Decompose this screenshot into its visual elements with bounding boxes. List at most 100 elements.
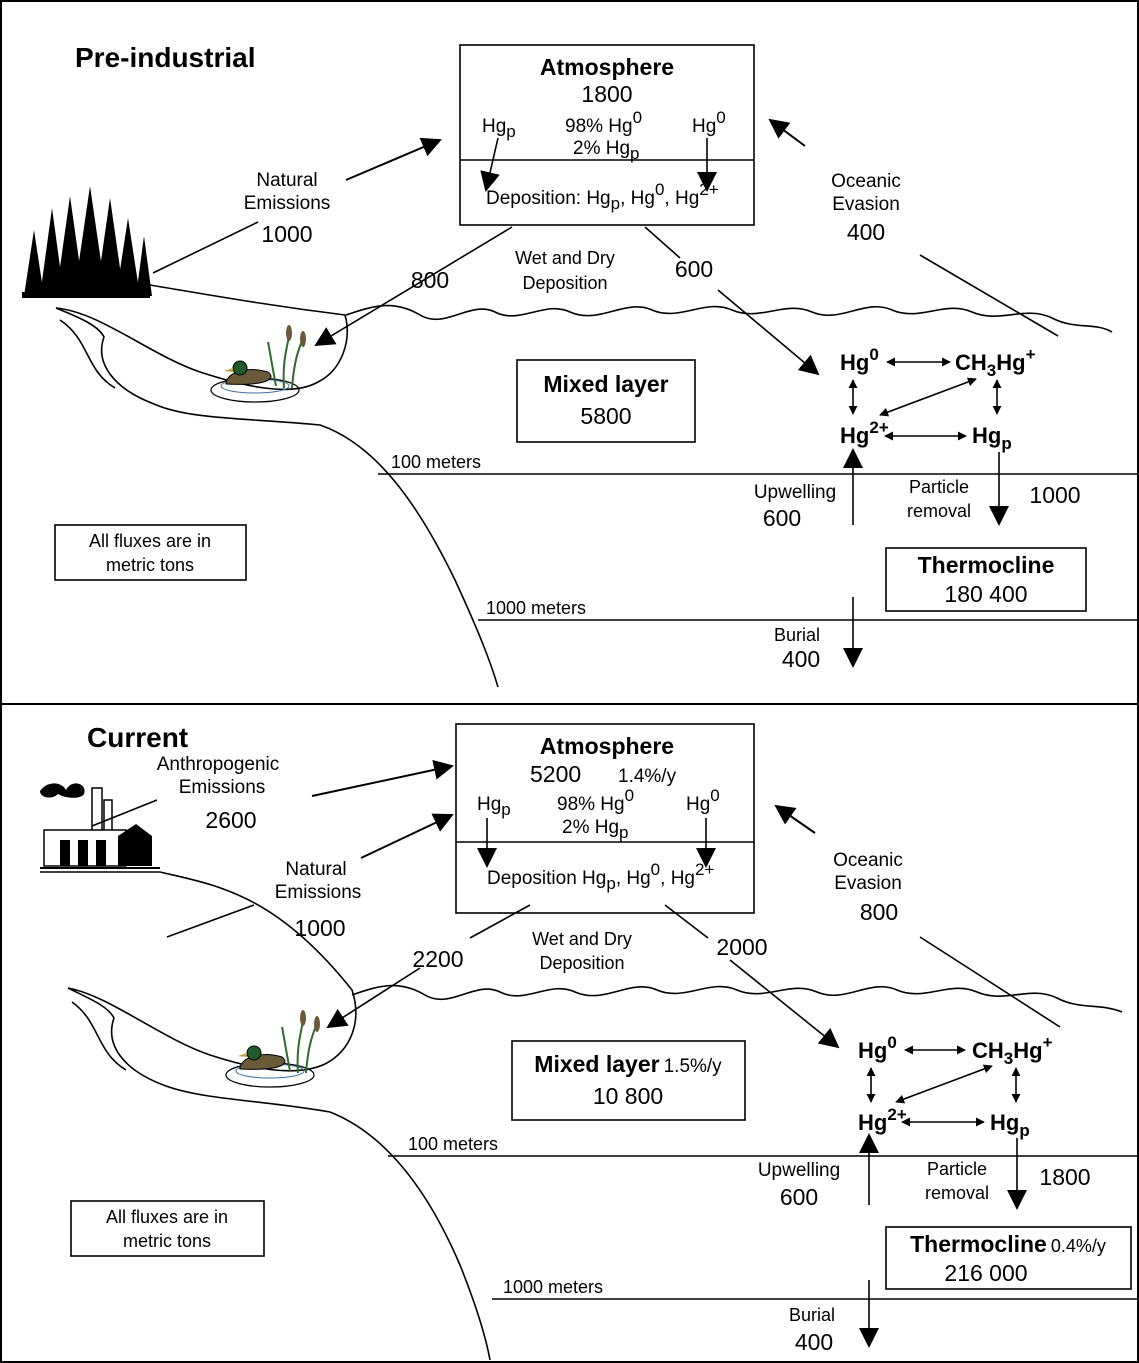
thermocline-amount: 180 400 bbox=[944, 581, 1027, 607]
species-hg0: Hg0 bbox=[858, 1033, 897, 1063]
ocean-surface bbox=[345, 304, 1113, 333]
anthropogenic-emissions-connector bbox=[91, 799, 158, 827]
hgp-left-label: Hgp bbox=[482, 116, 516, 141]
land-outline bbox=[55, 284, 499, 688]
composition-line2: 2% Hgp bbox=[562, 817, 629, 842]
anthropogenic-value: 2600 bbox=[205, 807, 256, 833]
depth-100m-label: 100 meters bbox=[408, 1134, 498, 1154]
wetland-duck-icon bbox=[210, 325, 306, 403]
oceanic-evasion-connector bbox=[919, 254, 1059, 337]
upwelling-label: Upwelling bbox=[754, 482, 836, 503]
oceanic-evasion-label2: Evasion bbox=[832, 194, 900, 215]
oceanic-evasion-arrow bbox=[774, 804, 816, 834]
composition-line1: 98% Hg0 bbox=[565, 108, 642, 137]
atmosphere-title: Atmosphere bbox=[540, 54, 674, 80]
atmosphere-amount: 1800 bbox=[581, 81, 632, 107]
particle-removal-value: 1000 bbox=[1029, 482, 1080, 508]
hgp-down-arrow bbox=[480, 137, 500, 192]
natural-emissions-connector bbox=[152, 221, 259, 274]
oceanic-evasion-value: 400 bbox=[847, 219, 885, 245]
composition-line1: 98% Hg0 bbox=[557, 786, 634, 815]
deposition-label1: Wet and Dry bbox=[532, 929, 632, 949]
depth-100m-label: 100 meters bbox=[391, 452, 481, 472]
panel-pre-industrial: Pre-industrial Atmosphere 1800 Hgp 98% H… bbox=[22, 42, 1138, 688]
anthropogenic-label1: Anthropogenic bbox=[157, 754, 280, 775]
particle-removal-value: 1800 bbox=[1039, 1164, 1090, 1190]
land-deposition-value: 800 bbox=[411, 267, 449, 293]
anthropogenic-emissions-arrow bbox=[311, 759, 454, 797]
ocean-surface bbox=[351, 984, 1123, 1013]
ocean-deposition-line bbox=[664, 904, 709, 939]
land-deposition-arrow-lower bbox=[326, 967, 421, 1029]
upwelling-value: 600 bbox=[780, 1184, 818, 1210]
burial-label: Burial bbox=[774, 625, 820, 645]
svg-text:All fluxes are in: All fluxes are in bbox=[89, 531, 211, 551]
oceanic-evasion-label1: Oceanic bbox=[833, 850, 903, 871]
species-cycle: Hg0 CH3Hg+ Hg2+ Hgp bbox=[840, 345, 1036, 453]
natural-emissions-arrow bbox=[345, 137, 442, 181]
burial-label: Burial bbox=[789, 1305, 835, 1325]
atmosphere-amount: 5200 bbox=[530, 761, 581, 787]
forest-icon bbox=[22, 186, 152, 298]
depth-1000m-label: 1000 meters bbox=[503, 1277, 603, 1297]
burial-value: 400 bbox=[795, 1329, 833, 1355]
deposition-species-label: Deposition: Hgp, Hg0, Hg2+ bbox=[486, 180, 719, 213]
burial-value: 400 bbox=[782, 646, 820, 672]
thermocline-amount: 216 000 bbox=[944, 1260, 1027, 1286]
species-hgp: Hgp bbox=[990, 1110, 1030, 1140]
oceanic-evasion-value: 800 bbox=[860, 899, 898, 925]
ocean-deposition-value: 600 bbox=[675, 256, 713, 282]
species-ch3hg: CH3Hg+ bbox=[972, 1033, 1053, 1068]
particle-removal-label2: removal bbox=[925, 1183, 989, 1203]
land-deposition-arrow bbox=[469, 904, 531, 939]
svg-text:metric tons: metric tons bbox=[106, 555, 194, 575]
species-cycle: Hg0 CH3Hg+ Hg2+ Hgp bbox=[858, 1033, 1053, 1140]
thermocline-box: Thermocline 180 400 bbox=[885, 547, 1087, 612]
natural-emissions-connector bbox=[166, 904, 255, 938]
particle-removal-label1: Particle bbox=[909, 477, 969, 497]
svg-text:All fluxes are in: All fluxes are in bbox=[106, 1207, 228, 1227]
species-hg2: Hg2+ bbox=[840, 418, 889, 448]
ocean-deposition-value: 2000 bbox=[716, 934, 767, 960]
oceanic-evasion-label2: Evasion bbox=[834, 873, 902, 894]
natural-emissions-arrow bbox=[360, 813, 454, 859]
units-note: All fluxes are in metric tons bbox=[54, 524, 247, 581]
natural-emissions-label2: Emissions bbox=[275, 882, 362, 903]
atmosphere-rate: 1.4%/y bbox=[618, 766, 677, 787]
atmosphere-box: Atmosphere 1800 Hgp 98% Hg0 2% Hgp Hg0 D… bbox=[459, 44, 755, 226]
particle-removal-label2: removal bbox=[907, 501, 971, 521]
mixed-layer-amount: 5800 bbox=[580, 403, 631, 429]
particle-removal-label1: Particle bbox=[927, 1159, 987, 1179]
deposition-species-label: Deposition Hgp, Hg0, Hg2+ bbox=[487, 860, 714, 893]
thermocline-title: Thermocline bbox=[918, 552, 1055, 578]
hgp-left-label: Hgp bbox=[477, 794, 511, 819]
upwelling-value: 600 bbox=[763, 505, 801, 531]
deposition-label2: Deposition bbox=[539, 953, 624, 973]
panel-title: Current bbox=[87, 722, 188, 753]
ocean-deposition-arrow bbox=[729, 959, 840, 1049]
atmosphere-title: Atmosphere bbox=[540, 733, 674, 759]
hg0-right-label: Hg0 bbox=[692, 108, 726, 137]
ocean-deposition-arrow bbox=[717, 289, 820, 376]
natural-emissions-value: 1000 bbox=[261, 221, 312, 247]
ocean-deposition-line bbox=[644, 226, 681, 259]
natural-emissions-label1: Natural bbox=[285, 859, 346, 880]
anthropogenic-label2: Emissions bbox=[179, 777, 266, 798]
deposition-label2: Deposition bbox=[522, 273, 607, 293]
panel-current: Current Atmosphere 5200 1.4%/y Hgp 98% H… bbox=[40, 722, 1138, 1361]
natural-emissions-label2: Emissions bbox=[244, 193, 331, 214]
oceanic-evasion-connector bbox=[919, 936, 1061, 1028]
atmosphere-box: Atmosphere 5200 1.4%/y Hgp 98% Hg0 2% Hg… bbox=[455, 723, 755, 914]
species-hg2: Hg2+ bbox=[858, 1105, 907, 1135]
depth-1000m-label: 1000 meters bbox=[486, 598, 586, 618]
panel-title: Pre-industrial bbox=[75, 42, 255, 73]
land-deposition-value: 2200 bbox=[412, 946, 463, 972]
mixed-layer-box: Mixed layer 5800 bbox=[516, 359, 696, 443]
deposition-label1: Wet and Dry bbox=[515, 248, 615, 268]
